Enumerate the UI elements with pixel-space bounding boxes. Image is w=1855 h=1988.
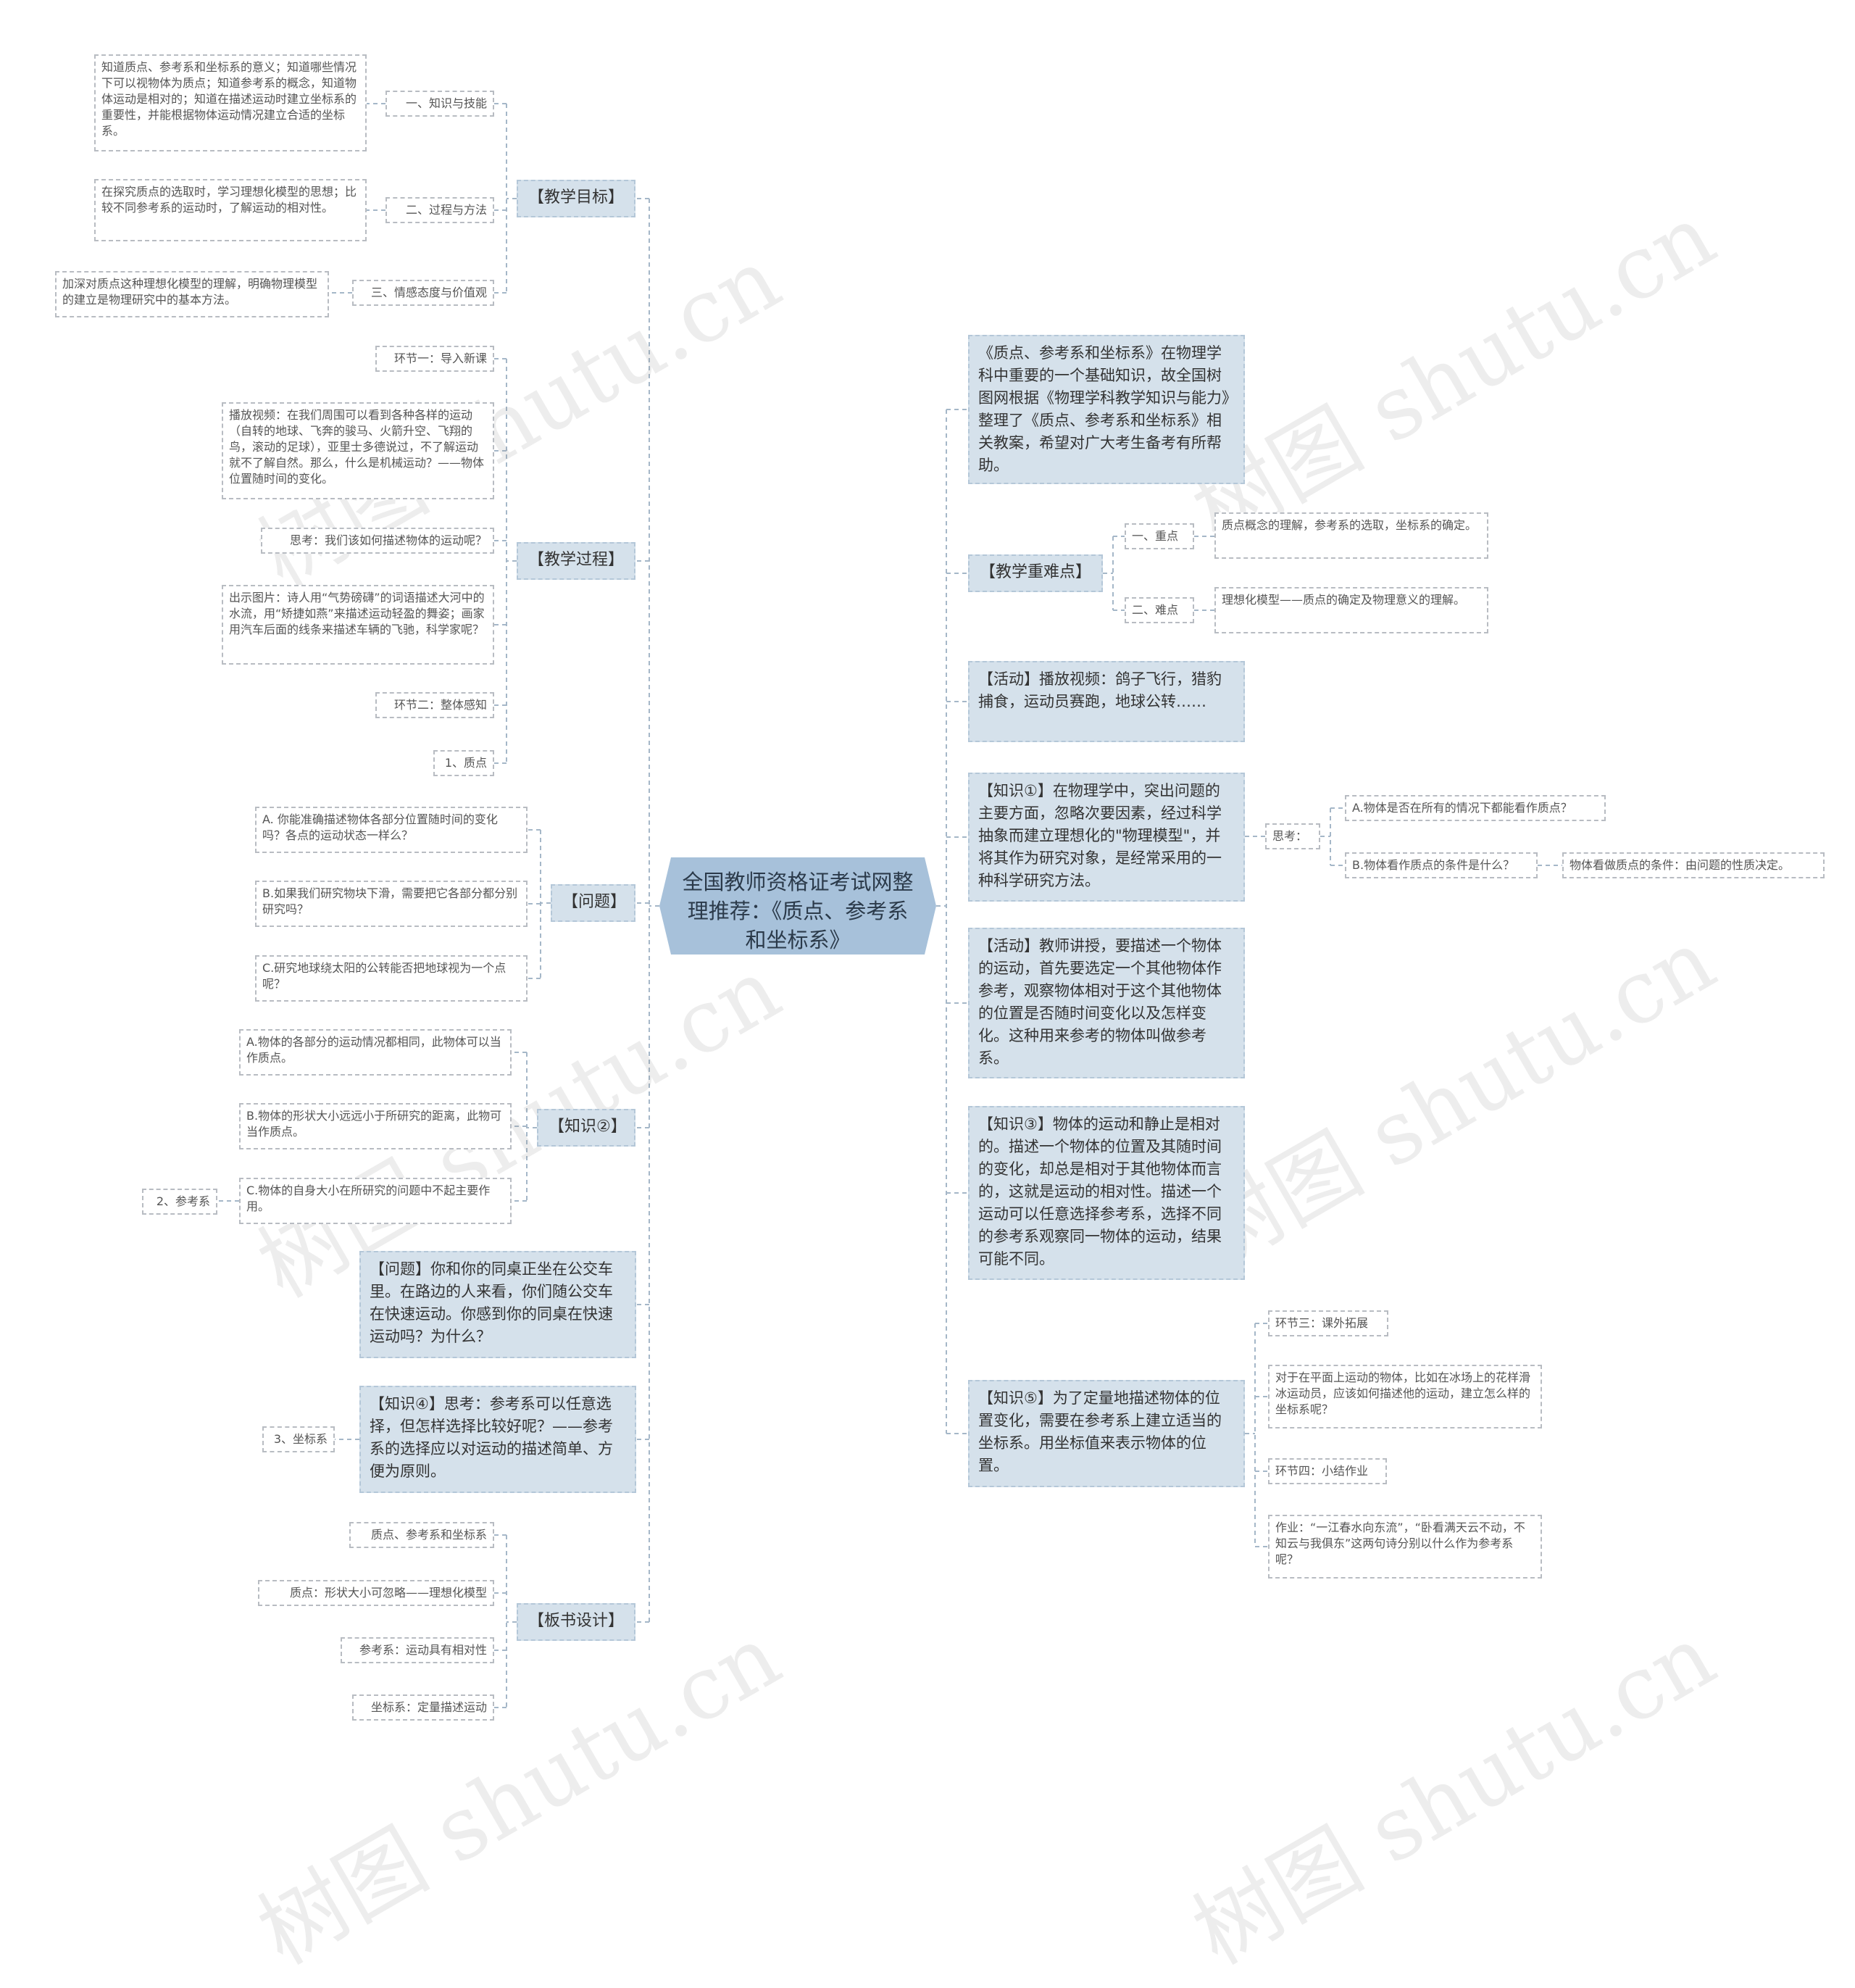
watermark: 树图 shutu.cn xyxy=(242,1606,797,1984)
process-think[interactable]: 思考：我们该如何描述物体的运动呢？ xyxy=(261,528,494,554)
knowledge-1[interactable]: 【知识①】在物理学中，突出问题的主要方面，忽略次要因素，经过科学抽象而建立理想化… xyxy=(968,773,1245,902)
goal-attitude-value-detail[interactable]: 加深对质点这种理想化模型的理解，明确物理模型的建立是物理研究中的基本方法。 xyxy=(55,271,329,317)
board-item-1[interactable]: 质点、参考系和坐标系 xyxy=(349,1522,494,1548)
goal-knowledge-skill-detail[interactable]: 知道质点、参考系和坐标系的意义；知道哪些情况下可以视物体为质点；知道参考系的概念… xyxy=(94,54,367,151)
knowledge-3[interactable]: 【知识③】物体的运动和静止是相对的。描述一个物体的位置及其随时间的变化，却总是相… xyxy=(968,1106,1245,1280)
topic-key-difficult[interactable]: 【教学重难点】 xyxy=(968,554,1103,592)
question-b[interactable]: B.如果我们研究物块下滑，需要把它各部分都分别研究吗？ xyxy=(255,881,528,927)
key-point-detail[interactable]: 质点概念的理解，参考系的选取，坐标系的确定。 xyxy=(1214,512,1488,559)
activity-video[interactable]: 【活动】播放视频：鸽子飞行，猎豹捕食，运动员赛跑，地球公转…… xyxy=(968,661,1245,742)
homework[interactable]: 作业：“一江春水向东流”，“卧看满天云不动，不知云与我俱东”这两句诗分别以什么作… xyxy=(1268,1515,1542,1579)
extension-question[interactable]: 对于在平面上运动的物体，比如在冰场上的花样滑冰运动员，应该如何描述他的运动，建立… xyxy=(1268,1365,1542,1428)
question-bus[interactable]: 【问题】你和你的同桌正坐在公交车里。在路边的人来看，你们随公交车在快速运动。你感… xyxy=(359,1251,636,1358)
question-a[interactable]: A. 你能准确描述物体各部分位置随时间的变化吗？各点的运动状态一样么？ xyxy=(255,807,528,853)
difficult-point-detail[interactable]: 理想化模型——质点的确定及物理意义的理解。 xyxy=(1214,587,1488,633)
question-c[interactable]: C.研究地球绕太阳的公转能否把地球视为一个点呢？ xyxy=(255,955,528,1002)
board-item-4[interactable]: 坐标系：定量描述运动 xyxy=(352,1694,494,1721)
intro[interactable]: 《质点、参考系和坐标系》在物理学科中重要的一个基础知识，故全国树图网根据《物理学… xyxy=(968,335,1245,484)
process-step-2[interactable]: 环节二：整体感知 xyxy=(375,692,494,718)
knowledge-1-think[interactable]: 思考： xyxy=(1265,823,1320,849)
watermark: 树图 shutu.cn xyxy=(1177,910,1732,1289)
activity-lecture[interactable]: 【活动】教师讲授，要描述一个物体的运动，首先要选定一个其他物体作参考，观察物体相… xyxy=(968,928,1245,1078)
central-topic[interactable]: 全国教师资格证考试网整理推荐：《质点、参考系和坐标系》 xyxy=(659,857,936,955)
coordinate-system-label[interactable]: 3、坐标系 xyxy=(262,1426,335,1452)
goal-process-method-detail[interactable]: 在探究质点的选取时，学习理想化模型的思想；比较不同参考系的运动时，了解运动的相对… xyxy=(94,179,367,241)
board-item-2[interactable]: 质点：形状大小可忽略——理想化模型 xyxy=(258,1580,494,1606)
knowledge-2-b[interactable]: B.物体的形状大小远远小于所研究的距离，此物可当作质点。 xyxy=(239,1103,512,1149)
process-video[interactable]: 播放视频：在我们周围可以看到各种各样的运动（自转的地球、飞奔的骏马、火箭升空、飞… xyxy=(222,402,494,499)
topic-knowledge-2[interactable]: 【知识②】 xyxy=(537,1109,635,1147)
process-step-3[interactable]: 环节三：课外拓展 xyxy=(1268,1310,1388,1336)
goal-knowledge-skill[interactable]: 一、知识与技能 xyxy=(385,91,494,117)
watermark: 树图 shutu.cn xyxy=(1177,186,1732,564)
goal-process-method[interactable]: 二、过程与方法 xyxy=(385,197,494,223)
goal-attitude-value[interactable]: 三、情感态度与价值观 xyxy=(352,280,494,306)
topic-teaching-goals[interactable]: 【教学目标】 xyxy=(517,180,635,217)
process-picture[interactable]: 出示图片：诗人用“气势磅礴”的词语描述大河中的水流，用“矫捷如燕”来描述运动轻盈… xyxy=(222,585,494,665)
process-step-4[interactable]: 环节四：小结作业 xyxy=(1268,1458,1387,1484)
knowledge-4[interactable]: 【知识④】思考：参考系可以任意选择，但怎样选择比较好呢？——参考系的选择应以对运… xyxy=(359,1386,636,1493)
topic-teaching-process[interactable]: 【教学过程】 xyxy=(517,542,635,580)
think-question-a[interactable]: A.物体是否在所有的情况下都能看作质点？ xyxy=(1345,795,1606,821)
think-question-b[interactable]: B.物体看作质点的条件是什么？ xyxy=(1345,852,1538,878)
knowledge-2-c[interactable]: C.物体的自身大小在所研究的问题中不起主要作用。 xyxy=(239,1178,512,1224)
topic-board-design[interactable]: 【板书设计】 xyxy=(517,1603,635,1641)
think-answer[interactable]: 物体看做质点的条件：由问题的性质决定。 xyxy=(1562,852,1825,878)
process-particle[interactable]: 1、质点 xyxy=(433,750,494,776)
board-item-3[interactable]: 参考系：运动具有相对性 xyxy=(341,1637,494,1663)
key-point-label[interactable]: 一、重点 xyxy=(1125,523,1194,549)
watermark: 树图 shutu.cn xyxy=(1177,1606,1732,1984)
process-step-1[interactable]: 环节一：导入新课 xyxy=(375,346,494,372)
reference-frame-label[interactable]: 2、参考系 xyxy=(142,1189,217,1215)
difficult-point-label[interactable]: 二、难点 xyxy=(1125,597,1194,623)
topic-question[interactable]: 【问题】 xyxy=(551,884,635,922)
knowledge-2-a[interactable]: A.物体的各部分的运动情况都相同，此物体可以当作质点。 xyxy=(239,1029,512,1076)
knowledge-5[interactable]: 【知识⑤】为了定量地描述物体的位置变化，需要在参考系上建立适当的坐标系。用坐标值… xyxy=(968,1380,1245,1487)
